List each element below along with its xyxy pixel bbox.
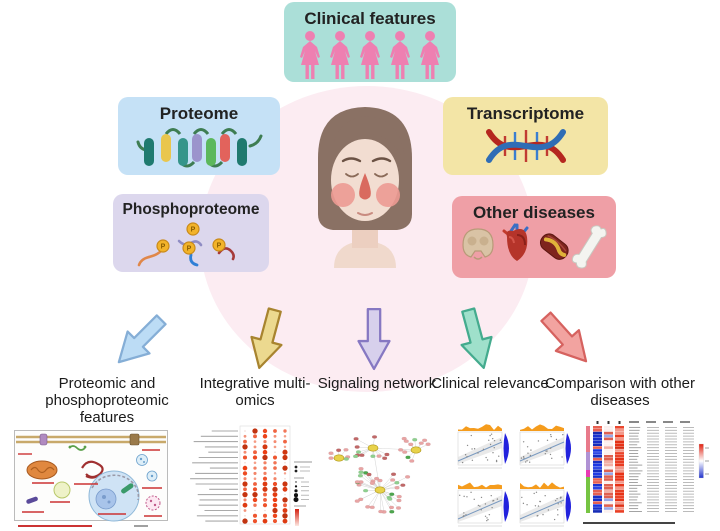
svg-text:P: P	[191, 227, 196, 234]
proteome-box: Proteome	[118, 97, 280, 175]
transcriptome-label: Transcriptome	[466, 104, 585, 123]
other-diseases-label: Other diseases	[473, 203, 595, 222]
dot-plot-thumbnail	[186, 422, 320, 530]
organs-icon	[452, 223, 616, 271]
female-figures-icon	[284, 29, 456, 83]
phosphosites-icon: P P P P	[113, 219, 269, 269]
section-label-signaling-network: Signaling network	[317, 375, 437, 392]
phosphoproteome-box: Phosphoproteome P P P P	[113, 194, 269, 272]
section-label-proteomic-features: Proteomic and phosphoproteomic features	[45, 375, 169, 426]
phosphoproteome-label: Phosphoproteome	[122, 201, 260, 218]
blood-vessel-icon	[539, 233, 569, 260]
arrow-clinical-relevance	[450, 302, 502, 375]
other-diseases-box: Other diseases	[452, 196, 616, 278]
heart-icon	[502, 223, 529, 261]
proteome-label: Proteome	[159, 104, 239, 123]
cell-diagram-thumbnail	[14, 430, 168, 530]
clinical-features-label: Clinical features	[304, 9, 436, 28]
arrow-disease-comparison	[531, 302, 602, 375]
svg-text:P: P	[217, 243, 222, 250]
svg-text:P: P	[161, 244, 166, 251]
rosacea-face-icon	[298, 96, 432, 268]
heatmap-thumbnail	[577, 416, 719, 530]
arrow-signaling-network	[356, 306, 392, 372]
svg-text:P: P	[187, 246, 192, 253]
dna-helix-icon	[443, 124, 608, 168]
arrow-integrative-multiomics	[241, 302, 293, 375]
scatter-panels-thumbnail	[456, 421, 576, 531]
network-thumbnail	[328, 424, 452, 528]
section-label-disease-comparison: Comparison with other diseases	[544, 375, 696, 409]
clinical-features-box: Clinical features	[284, 2, 456, 82]
section-label-integrative-multiomics: Integrative multi-omics	[199, 375, 311, 409]
transcriptome-box: Transcriptome	[443, 97, 608, 175]
brain-icon	[462, 228, 494, 260]
section-label-clinical-relevance: Clinical relevance	[431, 375, 549, 392]
arrow-proteomic-features	[104, 305, 176, 377]
transmembrane-protein-icon	[118, 124, 280, 170]
bone-icon	[571, 225, 607, 269]
